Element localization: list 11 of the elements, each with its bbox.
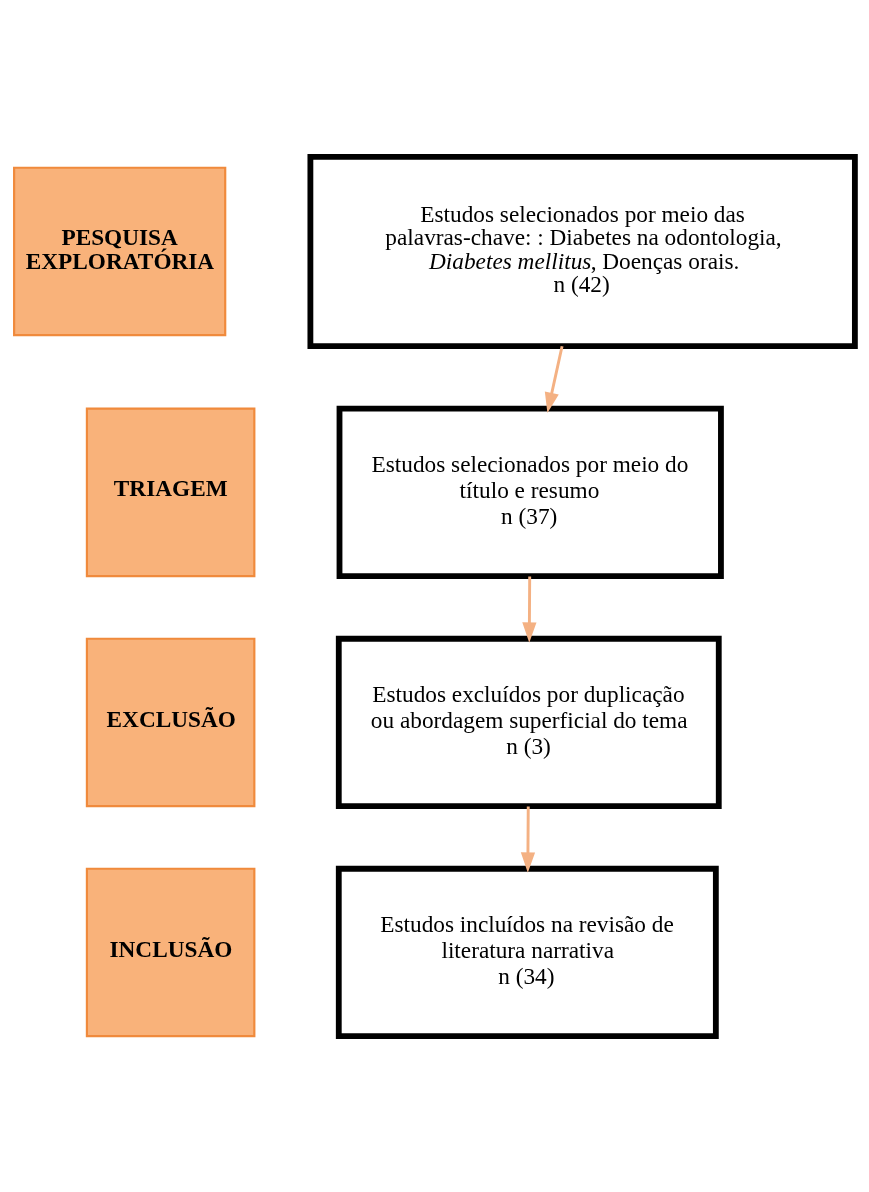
node-box: EXCLUSÃO [85,637,256,807]
arrow [520,806,536,873]
node-box: Estudos selecionados por meio do título e resumo n (37) [336,405,724,579]
node-box: INCLUSÃO [85,867,256,1037]
node-box: TRIAGEM [85,407,256,577]
arrow [544,345,564,413]
node-box: Estudos incluídos na revisão de literatura narrativa n (34) [335,865,719,1039]
arrow [522,576,537,643]
node-box: PESQUISA EXPLORATÓRIA [13,166,227,336]
node-box: Estudos excluídos por duplicação ou abordagem superficial do tema n (3) [335,635,722,809]
node-box: Estudos selecionados por meio das palavras-chave: : Diabetes na odontologia, Diabetes mellitus, Doenças orais. n (42) [307,153,858,349]
